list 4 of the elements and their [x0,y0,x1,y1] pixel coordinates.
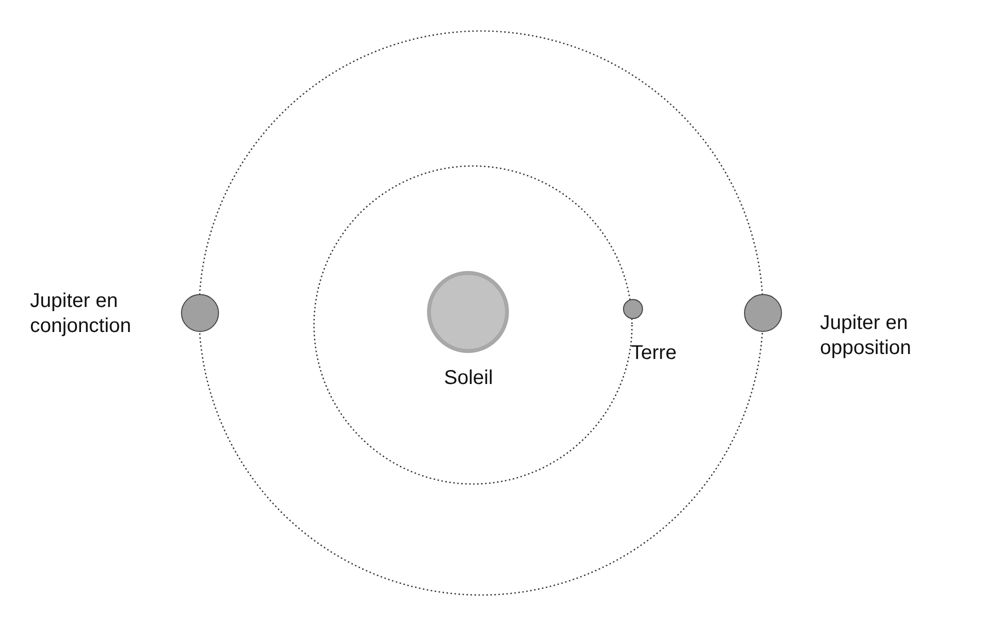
planet-label: Terre [631,341,677,366]
planet-label: Jupiter en conjonction [30,289,132,339]
planet-label: Jupiter en opposition [820,311,912,361]
planet-label: Soleil [444,366,493,391]
